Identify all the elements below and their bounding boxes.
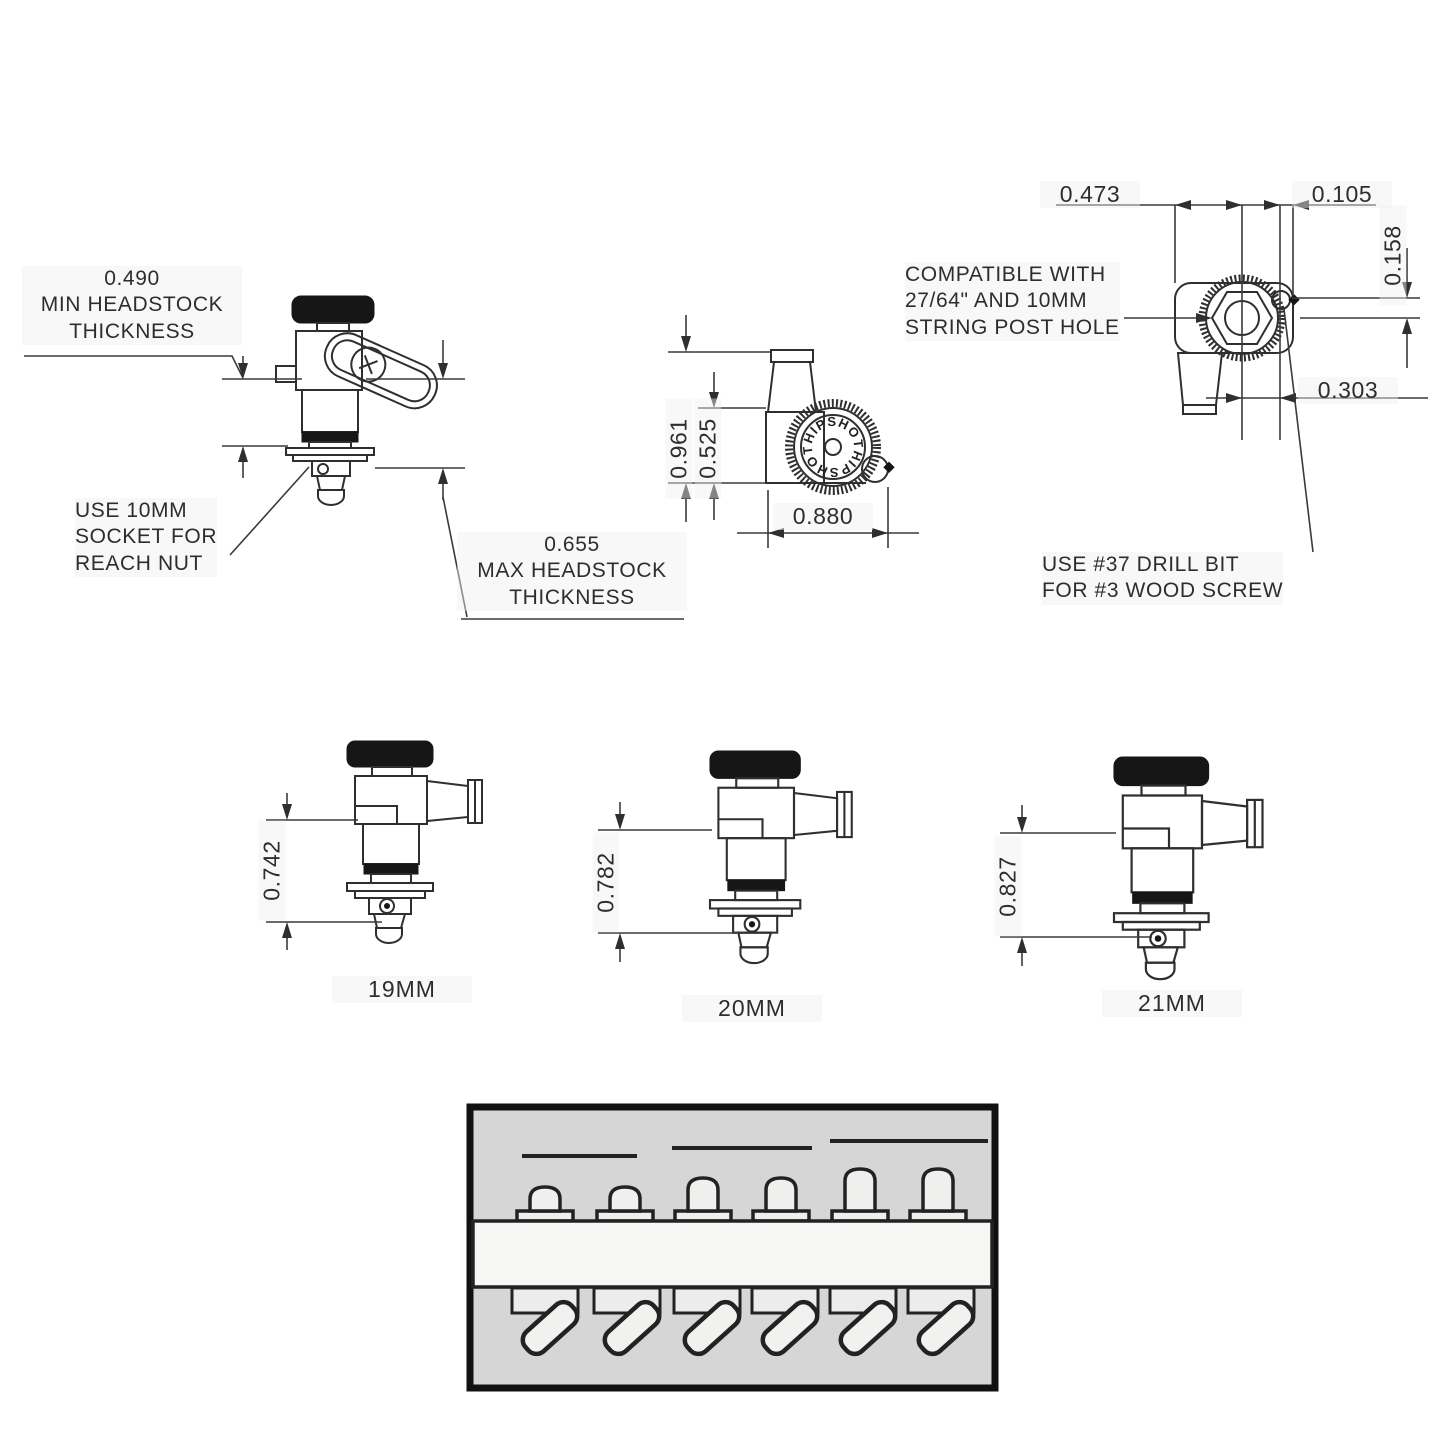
dim-top-vertical-offset: 0.158 (1379, 205, 1407, 306)
hipshot-logo-top: HIPSHOT (800, 414, 865, 449)
label-variant-21mm: 21MM (1102, 990, 1242, 1017)
svg-text:HIPSHOT: HIPSHOT (800, 414, 866, 449)
figure-variant-21mm (1000, 755, 1264, 981)
figure-installation-panel (466, 1103, 999, 1392)
rear-levers (520, 1299, 976, 1357)
svg-text:HIPSHOT: HIPSHOT (800, 445, 866, 480)
figure-variant-20mm (598, 749, 853, 965)
label-max-headstock-thickness: 0.655 MAX HEADSTOCK THICKNESS (457, 532, 687, 612)
dim-side-width: 0.880 (773, 503, 873, 530)
dim-top-right-offset: 0.105 (1292, 181, 1392, 208)
figure-side-view-lever (24, 295, 684, 620)
dim-top-screw-offset: 0.303 (1298, 377, 1398, 404)
string-posts (515, 1167, 968, 1223)
figure-top-view (1056, 200, 1428, 553)
label-drill-note: USE #37 DRILL BIT FOR #3 WOOD SCREW (1042, 552, 1284, 605)
thumb-lever (323, 332, 438, 410)
figure-variant-19mm (266, 740, 483, 950)
label-variant-19mm: 19MM (332, 976, 472, 1003)
dim-variant-20mm-height: 0.782 (592, 832, 620, 933)
dim-variant-19mm-height: 0.742 (258, 820, 286, 921)
hipshot-logo-bottom: HIPSHOT (800, 445, 865, 480)
dim-variant-21mm-height: 0.827 (994, 836, 1022, 937)
label-socket-note: USE 10MM SOCKET FOR REACH NUT (75, 498, 218, 578)
label-min-headstock-thickness: 0.490 MIN HEADSTOCK THICKNESS (22, 266, 242, 346)
label-compatible-note: COMPATIBLE WITH 27/64" AND 10MM STRING P… (905, 262, 1120, 342)
dim-top-left-offset: 0.473 (1040, 181, 1140, 208)
dim-side-total-height: 0.961 (665, 398, 693, 499)
label-variant-20mm: 20MM (682, 995, 822, 1022)
dim-side-body-height: 0.525 (694, 398, 722, 499)
